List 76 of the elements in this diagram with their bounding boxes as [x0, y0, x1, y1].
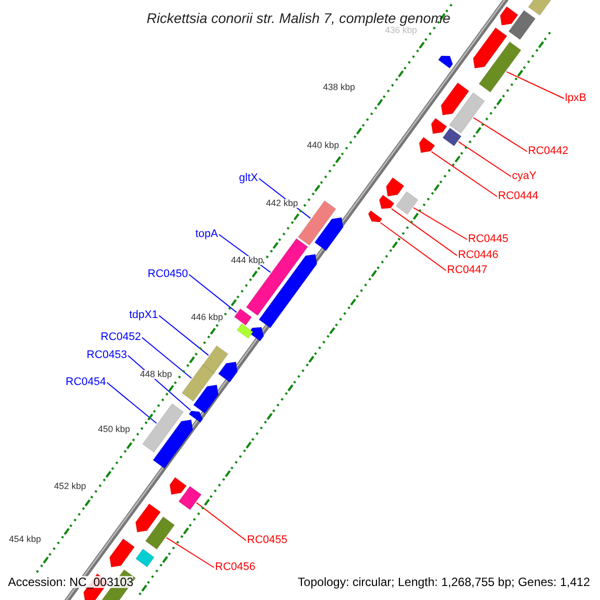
gene-feature	[234, 308, 252, 326]
gene-feature	[440, 82, 470, 116]
gene-feature	[508, 10, 536, 40]
gene-feature	[178, 486, 202, 510]
gene-feature	[378, 194, 395, 210]
tick-label: 448 kbp	[140, 370, 172, 379]
gene-feature	[478, 41, 522, 93]
gene-label: RC0454	[66, 377, 106, 388]
gene-label: topA	[195, 229, 218, 240]
gene-feature	[202, 345, 228, 375]
gene-feature	[145, 516, 175, 550]
gene-feature	[246, 238, 308, 316]
gene-feature	[169, 476, 187, 495]
tick-label: 440 kbp	[307, 141, 340, 150]
gene-feature	[314, 217, 344, 252]
gene-feature	[142, 403, 184, 453]
leader-line	[188, 274, 237, 313]
leader-line	[106, 382, 157, 424]
gene-feature	[109, 538, 135, 568]
gene-feature	[135, 548, 155, 568]
tick-label: 444 kbp	[231, 256, 264, 265]
leader-line	[413, 207, 468, 240]
gene-feature	[438, 56, 454, 69]
genome-stats-text: Topology: circular; Length: 1,268,755 bp; Genes: 1,412	[298, 576, 590, 588]
tick-label: 450 kbp	[98, 425, 130, 434]
leader-line	[166, 537, 214, 568]
gene-label: RC0456	[215, 562, 256, 573]
accession-text: Accession: NC_003103	[8, 576, 134, 588]
gene-feature	[386, 177, 404, 197]
gene-label: cyaY	[512, 171, 536, 182]
gene-label: lpxB	[565, 93, 586, 104]
gene-label: tdpX1	[129, 310, 158, 321]
gene-feature	[182, 364, 214, 402]
gene-feature	[528, 0, 552, 16]
leader-line	[473, 117, 528, 152]
gene-feature	[236, 323, 254, 339]
gene-label: RC0447	[447, 265, 488, 276]
gene-label: RC0450	[148, 269, 188, 280]
gene-feature	[368, 210, 382, 222]
leader-line	[196, 502, 246, 541]
gene-feature	[430, 118, 448, 134]
gene-feature	[418, 136, 436, 154]
gene-feature	[442, 128, 462, 146]
gene-feature	[188, 410, 204, 423]
tick-label: 454 kbp	[9, 535, 42, 544]
leader-line	[431, 151, 498, 197]
title: Rickettsia conorii str. Malish 7, complete genome	[146, 11, 452, 25]
gene-label: RC0445	[468, 234, 508, 245]
leader-line	[380, 222, 446, 271]
tick-label: 442 kbp	[266, 199, 298, 208]
gene-feature	[500, 6, 518, 26]
leader-line	[142, 337, 192, 379]
gene-feature	[298, 200, 336, 246]
gene-label: RC0444	[498, 191, 538, 202]
tick-label: 446 kbp	[191, 313, 224, 322]
gene-feature	[449, 92, 485, 134]
gene-feature	[135, 503, 161, 532]
gene-label: RC0455	[247, 535, 288, 546]
gene-label: RC0452	[100, 332, 141, 343]
leader-line	[458, 141, 512, 177]
gene-feature	[152, 419, 194, 469]
gene-feature	[193, 384, 219, 414]
leader-line	[506, 71, 564, 99]
tick-label: 438 kbp	[323, 83, 356, 92]
gene-feature	[248, 326, 264, 342]
gene-label: gltX	[239, 173, 258, 184]
tick-label: 452 kbp	[54, 482, 86, 491]
leader-line	[391, 208, 458, 256]
gene-label: RC0446	[458, 250, 498, 261]
gene-feature	[218, 362, 238, 383]
gene-feature	[472, 27, 508, 69]
leader-line	[158, 315, 209, 356]
gene-feature	[396, 191, 418, 215]
gene-label: RC0442	[528, 146, 568, 157]
tick-label: 436 kbp	[385, 26, 418, 35]
gene-label: RC0453	[86, 350, 127, 361]
